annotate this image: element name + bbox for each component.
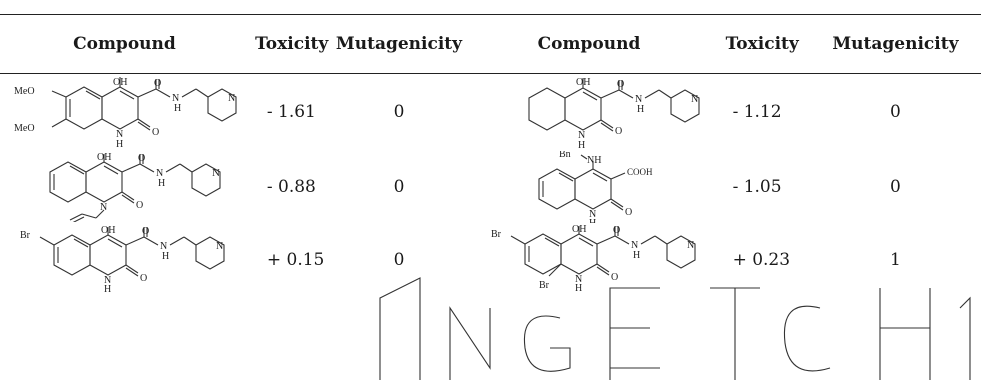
molecule-drawing: Bn NH COOH N H O bbox=[538, 151, 653, 223]
label-nh-h: H bbox=[637, 104, 644, 115]
label-o: O bbox=[138, 153, 145, 164]
toxicity-value: + 0.23 bbox=[732, 249, 791, 270]
label-o: O bbox=[154, 78, 161, 89]
toxicity-value: - 1.61 bbox=[266, 102, 316, 122]
label-ring-h: H bbox=[575, 283, 582, 294]
header-toxicity-right: Toxicity bbox=[725, 34, 799, 54]
molecule-drawing: Br OH O N H N N H O bbox=[20, 225, 225, 295]
label-cooh: COOH bbox=[627, 167, 653, 177]
label-pyridine-n: N bbox=[691, 94, 698, 105]
toxicity-value: + 0.15 bbox=[266, 249, 325, 270]
toxicity-value: - 1.05 bbox=[732, 176, 782, 197]
label-carbonyl-o: O bbox=[136, 200, 143, 211]
label-carbonyl-o: O bbox=[615, 126, 622, 137]
label-ring-n: N bbox=[575, 274, 582, 285]
label-ring-n: N bbox=[100, 202, 107, 213]
label-bn: Bn bbox=[559, 151, 571, 160]
label-pyridine-n: N bbox=[212, 167, 220, 179]
mutagenicity-value: 0 bbox=[393, 249, 405, 270]
label-br: Br bbox=[20, 230, 31, 241]
table-row: Br OH O N H N N H O + 0.15 0 bbox=[0, 223, 981, 296]
label-pyridine-n: N bbox=[216, 241, 223, 252]
header-mutagenicity-left: Mutagenicity bbox=[335, 34, 463, 54]
header-row: Compound Toxicity Mutagenicity Compound … bbox=[0, 14, 981, 74]
label-ring-n: N bbox=[116, 129, 123, 140]
label-oh: OH bbox=[572, 224, 586, 235]
label-meo-top: MeO bbox=[14, 86, 35, 97]
structure-tetrahydro-quinolone: OH O N H N N H O bbox=[463, 74, 714, 151]
label-nh-n: N bbox=[635, 94, 642, 105]
label-nh-n: N bbox=[160, 241, 167, 252]
label-o: O bbox=[613, 225, 620, 236]
label-nh-n: N bbox=[631, 240, 638, 251]
header-compound-right: Compound bbox=[537, 34, 641, 54]
mutagenicity-value: 1 bbox=[889, 249, 901, 270]
structure-bromo-quinolone: Br OH O N H N N H O bbox=[0, 223, 249, 296]
toxicity-value: - 1.12 bbox=[732, 102, 782, 122]
label-carbonyl-o: O bbox=[625, 207, 632, 218]
structure-dibromo-quinolone: Br Br OH O N H N N H O bbox=[463, 223, 714, 296]
mutagenicity-value: 0 bbox=[889, 102, 901, 122]
label-carbonyl-o: O bbox=[140, 273, 147, 284]
molecule-drawing: Br Br OH O N H N N H O bbox=[491, 224, 696, 294]
label-carbonyl-o: O bbox=[611, 272, 618, 283]
label-nh-n: N bbox=[156, 168, 163, 179]
table-row: OH O N H N N O - 0.88 0 bbox=[0, 150, 981, 223]
label-br-bottom: Br bbox=[539, 280, 550, 291]
header-toxicity-left: Toxicity bbox=[255, 34, 329, 54]
structure-allyl-quinolone: OH O N H N N O bbox=[0, 150, 249, 223]
molecule-drawing: MeO MeO OH O N H N N H O bbox=[14, 77, 237, 147]
header-mutagenicity-right: Mutagenicity bbox=[832, 34, 959, 54]
label-pyridine-n: N bbox=[687, 240, 694, 251]
label-ring-n: N bbox=[104, 275, 111, 286]
label-ring-h: H bbox=[104, 284, 111, 295]
label-ring-h: H bbox=[578, 140, 585, 148]
label-nh-h: H bbox=[162, 251, 169, 262]
label-pyridine-n: N bbox=[228, 93, 235, 104]
label-oh: OH bbox=[97, 152, 111, 163]
label-oh: OH bbox=[113, 77, 127, 88]
label-ring-h: H bbox=[116, 139, 123, 147]
label-nh-n: N bbox=[172, 93, 179, 104]
mutagenicity-value: 0 bbox=[889, 176, 901, 197]
structure-benzylamino-quinolone-acid: Bn NH COOH N H O bbox=[463, 150, 714, 223]
table-row: MeO MeO OH O N H N N H O - 1.61 0 bbox=[0, 74, 981, 151]
label-nh-h: H bbox=[174, 103, 181, 114]
label-ring-h: H bbox=[589, 218, 596, 223]
label-carbonyl-o: O bbox=[152, 127, 159, 138]
header-compound-left: Compound bbox=[73, 34, 176, 54]
label-ring-n: N bbox=[589, 209, 596, 220]
results-table: Compound Toxicity Mutagenicity Compound … bbox=[0, 14, 981, 296]
toxicity-value: - 0.88 bbox=[266, 176, 316, 197]
label-nh-h: H bbox=[158, 178, 165, 189]
mutagenicity-value: 0 bbox=[393, 176, 405, 197]
label-br-top: Br bbox=[491, 229, 502, 240]
label-nh-h: H bbox=[633, 250, 640, 261]
label-o: O bbox=[142, 226, 149, 237]
label-nh: NH bbox=[587, 155, 601, 166]
molecule-drawing: OH O N H N N H O bbox=[528, 77, 700, 148]
label-ring-n: N bbox=[578, 130, 585, 141]
molecule-drawing: OH O N H N N O bbox=[49, 152, 221, 222]
structure-dimethoxy-quinolone: MeO MeO OH O N H N N H O bbox=[0, 74, 249, 151]
label-oh: OH bbox=[576, 77, 590, 88]
label-meo-bottom: MeO bbox=[14, 123, 35, 134]
label-o: O bbox=[617, 79, 624, 90]
mutagenicity-value: 0 bbox=[393, 102, 405, 122]
label-oh: OH bbox=[101, 225, 115, 236]
